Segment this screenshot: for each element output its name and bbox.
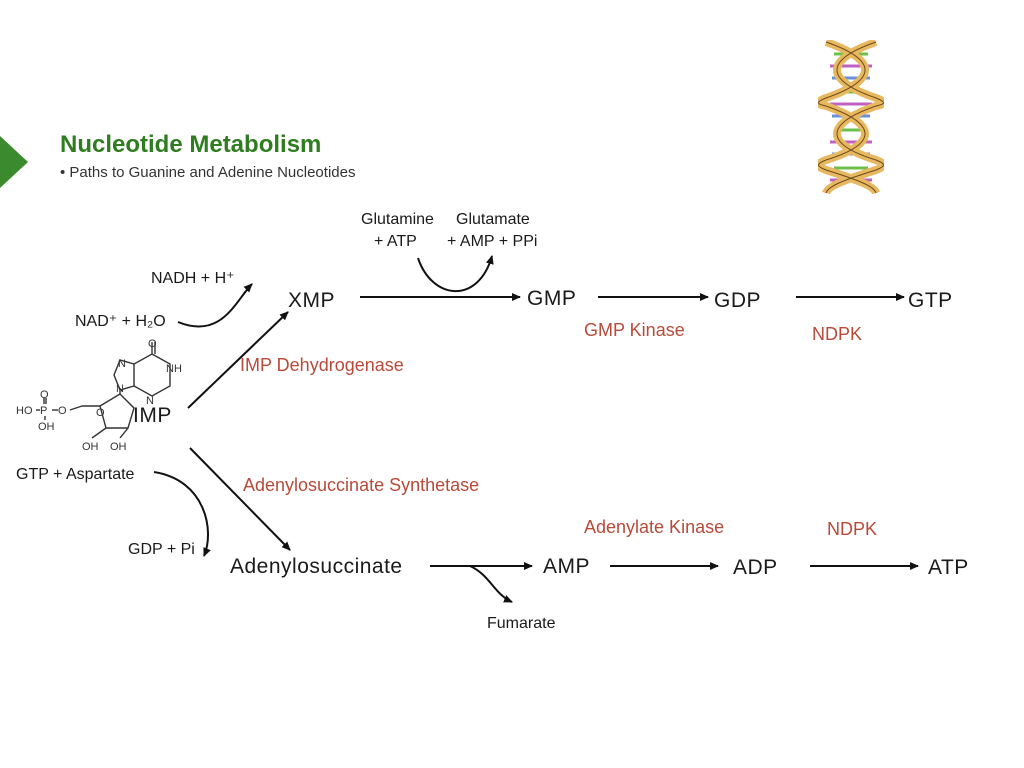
dna-helix-icon xyxy=(818,40,884,195)
atom-nh: NH xyxy=(166,363,182,375)
gmp-label: GMP xyxy=(527,287,577,310)
gmp-kinase-label: GMP Kinase xyxy=(584,320,685,340)
atom-ho: HO xyxy=(16,405,33,417)
ndpk-bottom-label: NDPK xyxy=(827,519,878,539)
atom-o6: O xyxy=(148,338,157,350)
atom-n9: N xyxy=(116,383,124,395)
imp-label: IMP xyxy=(133,404,172,427)
atp-label: ATP xyxy=(928,556,969,579)
atom-n3: N xyxy=(146,395,154,407)
imp-structure-drawing xyxy=(36,342,171,439)
atom-o1: O xyxy=(40,389,49,401)
arrow-imp-xmp xyxy=(187,311,289,409)
gdp-label: GDP xyxy=(714,289,762,312)
slide-marker xyxy=(0,136,28,188)
atom-p: P xyxy=(40,405,47,417)
slide-title: Nucleotide Metabolism xyxy=(60,131,322,158)
nad-label: NAD⁺ + H₂O xyxy=(75,313,166,330)
bullet-text: Paths to Guanine and Adenine Nucleotides xyxy=(69,164,356,181)
curve-fumarate xyxy=(469,565,513,603)
glutamate-label: Glutamate xyxy=(456,211,530,228)
imp-dehydrogenase-label: IMP Dehydrogenase xyxy=(240,355,404,375)
atom-oh2: OH xyxy=(82,441,99,453)
gdp-pi-label: GDP + Pi xyxy=(128,541,195,558)
atom-o-ring: O xyxy=(96,407,105,419)
adenylosuccinate-label: Adenylosuccinate xyxy=(230,555,403,578)
atom-o2: O xyxy=(58,405,67,417)
glutamine-label: Glutamine xyxy=(361,211,434,228)
gtp-aspartate-label: GTP + Aspartate xyxy=(16,466,135,483)
amp-ppi-label: + AMP + PPi xyxy=(447,233,538,250)
adenylate-kinase-label: Adenylate Kinase xyxy=(584,517,725,537)
atom-oh3: OH xyxy=(110,441,127,453)
atom-oh-p: OH xyxy=(38,421,55,433)
slide-bullet: • Paths to Guanine and Adenine Nucleotid… xyxy=(60,164,356,181)
curve-nad-nadh xyxy=(177,283,253,328)
nadh-label: NADH + H⁺ xyxy=(151,270,235,287)
adenylosuccinate-synthetase-label: Adenylosuccinate Synthetase xyxy=(243,475,480,495)
adp-label: ADP xyxy=(733,556,778,579)
xmp-label: XMP xyxy=(288,289,336,312)
atom-n7: N xyxy=(118,358,126,370)
arrow-imp-adenylosuccinate xyxy=(189,447,291,551)
fumarate-label: Fumarate xyxy=(487,615,556,632)
curve-gtp-gdp xyxy=(153,471,211,557)
gtp-label: GTP xyxy=(908,289,953,312)
curve-glutamine-glutamate xyxy=(417,255,494,293)
atp-plus-label: + ATP xyxy=(374,233,417,250)
ndpk-top-label: NDPK xyxy=(812,324,863,344)
amp-label: AMP xyxy=(543,555,591,578)
